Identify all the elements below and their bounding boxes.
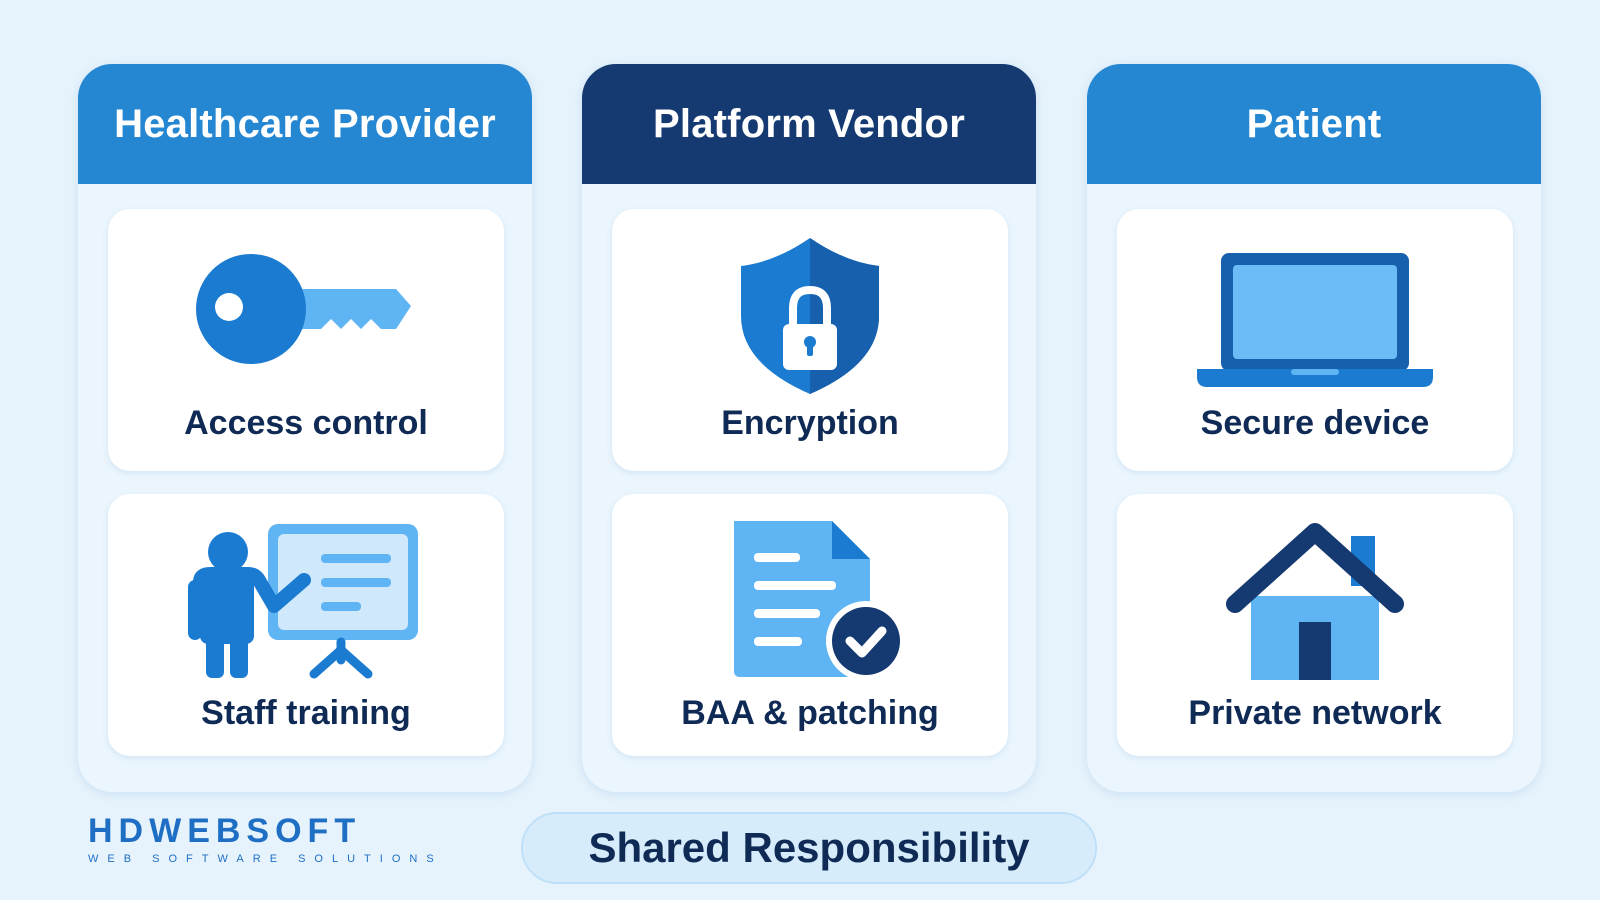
column-header: Patient	[1087, 64, 1541, 184]
card-secure-device: Secure device	[1117, 209, 1513, 471]
column-platform-vendor: Platform Vendor Encryption BAA & patchin…	[582, 64, 1036, 792]
card-label: Private network	[1188, 694, 1442, 732]
card-access-control: Access control	[108, 209, 504, 471]
card-label: BAA & patching	[681, 694, 939, 732]
shield-lock-icon	[741, 238, 879, 394]
card-label: Staff training	[201, 694, 411, 732]
column-patient: Patient Secure device Private network	[1087, 64, 1541, 792]
column-header: Platform Vendor	[582, 64, 1036, 184]
card-encryption: Encryption	[612, 209, 1008, 471]
hdwebsoft-logo: HDWEBSOFT WEB SOFTWARE SOLUTIONS	[88, 812, 443, 865]
card-baa-patching: BAA & patching	[612, 494, 1008, 756]
laptop-icon	[1197, 253, 1433, 387]
card-staff-training: Staff training	[108, 494, 504, 756]
house-icon	[1226, 523, 1404, 680]
column-healthcare-provider: Healthcare Provider Access control Staff…	[78, 64, 532, 792]
card-label: Encryption	[721, 404, 899, 442]
card-label: Access control	[184, 404, 428, 442]
shared-responsibility-label: Shared Responsibility	[521, 812, 1097, 884]
column-header: Healthcare Provider	[78, 64, 532, 184]
document-check-icon	[734, 521, 900, 681]
card-label: Secure device	[1200, 404, 1430, 442]
logo-brand: HDWEBSOFT	[88, 812, 362, 850]
key-icon	[196, 254, 411, 364]
presentation-icon	[188, 524, 418, 679]
logo-tagline: WEB SOFTWARE SOLUTIONS	[88, 853, 443, 865]
card-private-network: Private network	[1117, 494, 1513, 756]
